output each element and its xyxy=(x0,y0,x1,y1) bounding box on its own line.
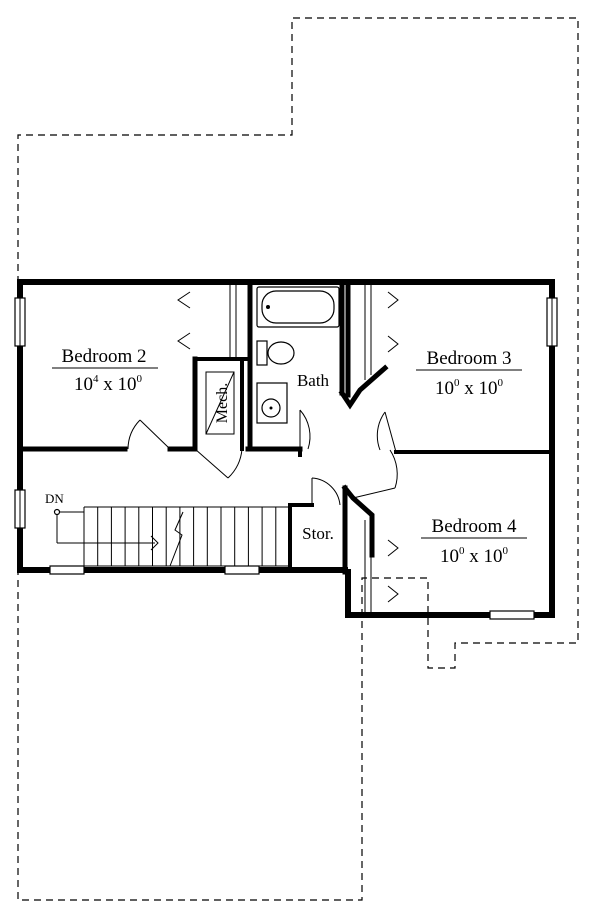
label-bedroom-4: Bedroom 4 100 x 100 xyxy=(421,516,527,567)
interior-walls xyxy=(17,281,554,575)
mech-equipment xyxy=(205,371,235,435)
mech-label: Mech. xyxy=(214,383,231,423)
closet-bedroom3 xyxy=(364,284,399,380)
stairs-down-label: DN xyxy=(45,491,64,506)
stairs xyxy=(53,506,290,567)
closet-bedroom4 xyxy=(364,520,399,613)
bedroom-3-name: Bedroom 3 xyxy=(427,348,512,369)
bedroom-3-size: 100 x 100 xyxy=(435,377,504,399)
bath-label: Bath xyxy=(297,371,330,390)
label-bedroom-2: Bedroom 2 104 x 100 xyxy=(52,346,158,395)
bedroom-4-name: Bedroom 4 xyxy=(432,516,517,537)
storage-label: Stor. xyxy=(302,524,334,543)
label-bedroom-3: Bedroom 3 100 x 100 xyxy=(416,348,522,399)
bedroom-2-name: Bedroom 2 xyxy=(62,346,147,367)
bedroom-2-size: 104 x 100 xyxy=(74,373,143,395)
closet-bedroom2 xyxy=(177,284,237,357)
lower-floor-outline xyxy=(17,17,579,901)
doors xyxy=(127,409,398,506)
bedroom-4-size: 100 x 100 xyxy=(440,545,509,567)
bath-fixtures xyxy=(256,286,340,424)
